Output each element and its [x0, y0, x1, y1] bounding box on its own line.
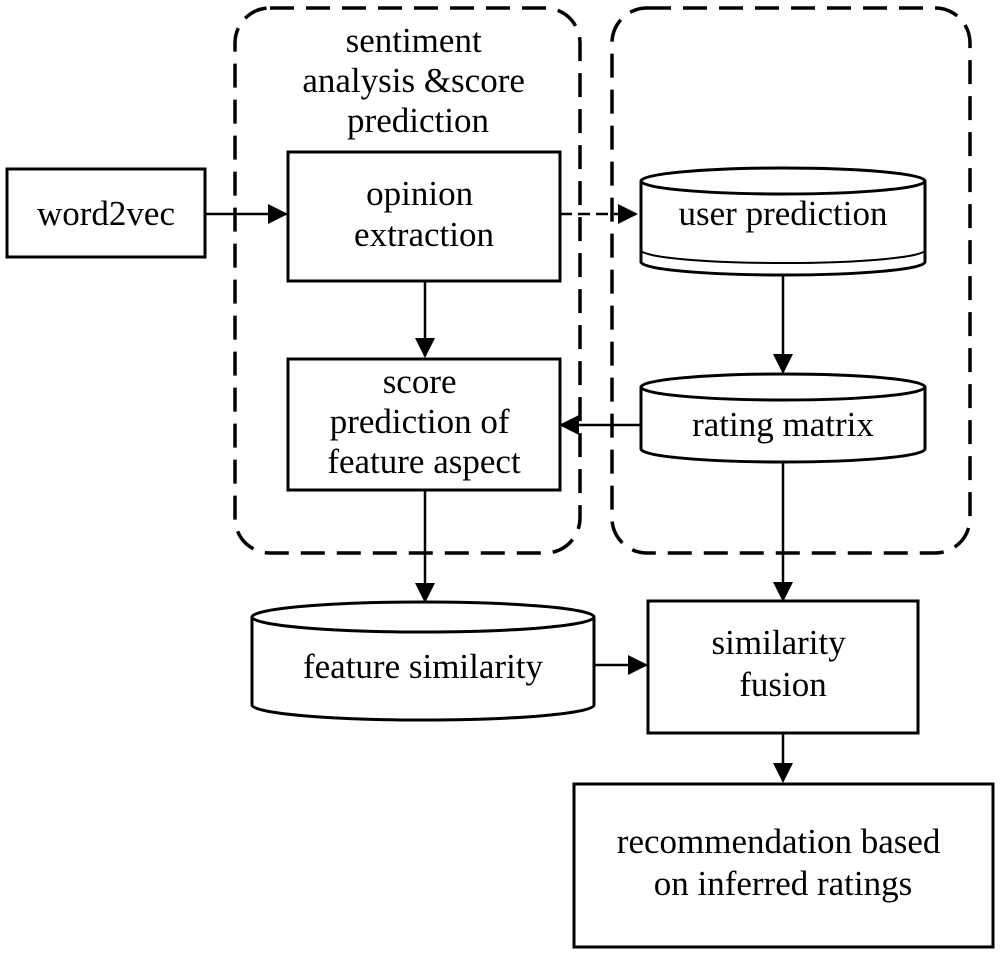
node-rating-matrix: rating matrix [639, 372, 927, 464]
node-user-prediction: user prediction [639, 166, 927, 277]
group-title-sentiment: sentiment analysis &score prediction [302, 21, 533, 140]
node-opinion-extraction: opinion extraction [286, 150, 562, 283]
node-opinion-extraction-label: opinion extraction [354, 174, 494, 254]
node-feature-similarity-label: feature similarity [303, 647, 544, 686]
node-similarity-fusion: similarity fusion [646, 599, 920, 735]
node-user-prediction-label: user prediction [679, 194, 888, 233]
collaborative-filtering-group [610, 6, 972, 555]
node-word2vec: word2vec [5, 167, 207, 259]
node-similarity-fusion-label: similarity fusion [712, 623, 855, 704]
sentiment-analysis-group [233, 6, 582, 555]
node-feature-similarity: feature similarity [250, 600, 596, 722]
node-score-prediction: score prediction of feature aspect [286, 357, 562, 492]
node-score-prediction-label: score prediction of feature aspect [327, 362, 521, 481]
node-rating-matrix-label: rating matrix [692, 405, 874, 444]
node-word2vec-label: word2vec [37, 194, 175, 233]
node-recommendation: recommendation based on inferred ratings [572, 782, 995, 949]
node-recommendation-label: recommendation based on inferred ratings [617, 822, 949, 903]
